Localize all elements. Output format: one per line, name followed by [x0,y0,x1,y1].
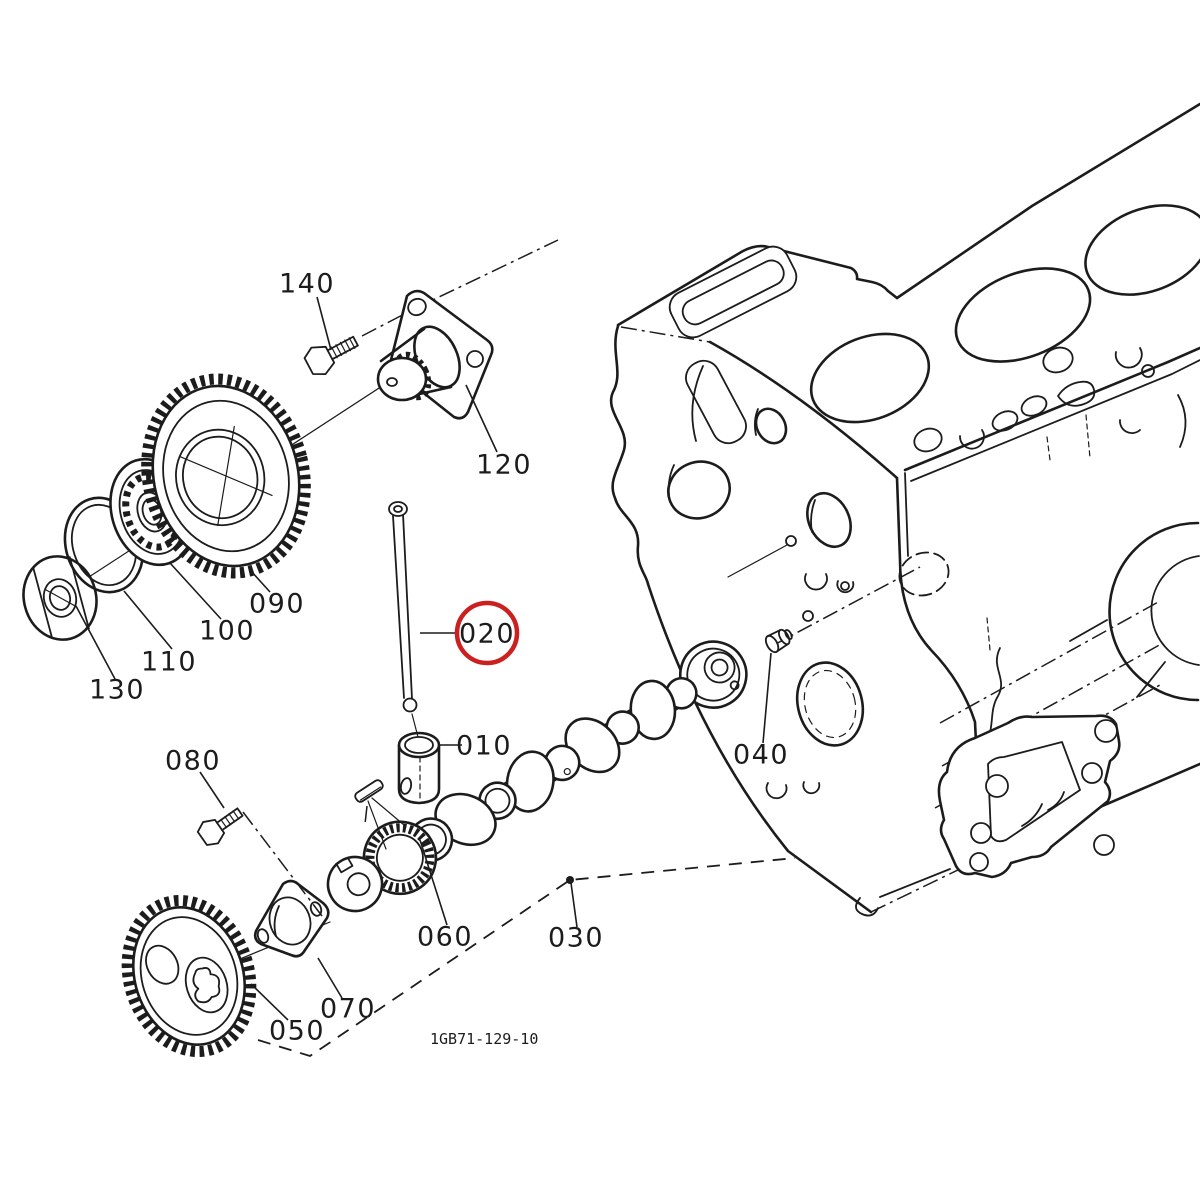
callout-140: 140 [279,269,335,300]
callout-040: 040 [733,740,789,771]
bolt-080 [196,807,244,846]
tappet-010 [397,713,441,805]
cam-gear-group [121,807,330,1058]
leader-line-060 [419,839,448,926]
leader-line-040 [762,652,772,744]
drawing-number: 1GB71-129-10 [430,1030,538,1048]
engine-block-illustration [609,102,1200,917]
callout-120: 120 [476,450,532,481]
callout-100: 100 [199,616,255,647]
callout-010: 010 [456,731,512,762]
nut-130 [22,555,98,641]
camshaft-key [354,779,405,850]
leader-line-080 [199,771,225,809]
bearing-holder-120 [376,289,494,420]
leader-dot-030 [566,876,574,884]
idler-gear-assembly [22,373,311,641]
callout-090: 090 [249,589,305,620]
stopper-bolt-040 [764,628,793,654]
cam-gear-050 [121,894,257,1058]
holder-120-group [303,289,494,420]
callout-070: 070 [320,994,376,1025]
leader-line-050 [250,983,289,1021]
callout-060: 060 [417,922,473,953]
leader-line-130 [75,605,116,680]
callout-020: 020 [459,619,515,650]
leader-line-110 [123,590,173,650]
highlight-circle-020 [454,600,520,666]
leader-line-140 [316,296,332,351]
leader-line-090 [250,570,271,593]
bolt-140 [303,335,359,376]
callout-050: 050 [269,1016,325,1047]
callout-130: 130 [89,675,145,706]
callout-110: 110 [141,647,197,678]
camshaft-030 [326,640,748,913]
callout-030: 030 [548,923,604,954]
idle-gear-090 [141,373,311,579]
push-rod-020 [388,501,418,713]
leader-line-120 [465,384,498,453]
leader-line-070 [317,957,343,999]
callout-080: 080 [165,746,221,777]
leader-line-100 [169,562,222,620]
leader-line-030 [570,882,578,928]
retainer-plate-070 [253,879,330,958]
